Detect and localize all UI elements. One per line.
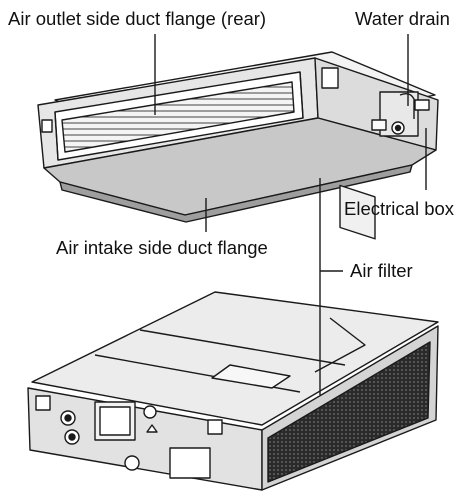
label-water-drain: Water drain bbox=[355, 8, 450, 29]
label-air-outlet: Air outlet side duct flange (rear) bbox=[8, 8, 267, 29]
label-electrical-box: Electrical box bbox=[344, 198, 455, 219]
label-air-intake: Air intake side duct flange bbox=[56, 237, 268, 258]
leader-lines bbox=[154, 34, 427, 395]
indoor-unit-top bbox=[37, 51, 439, 240]
indoor-unit-bottom bbox=[27, 291, 439, 491]
label-air-filter: Air filter bbox=[350, 260, 413, 281]
